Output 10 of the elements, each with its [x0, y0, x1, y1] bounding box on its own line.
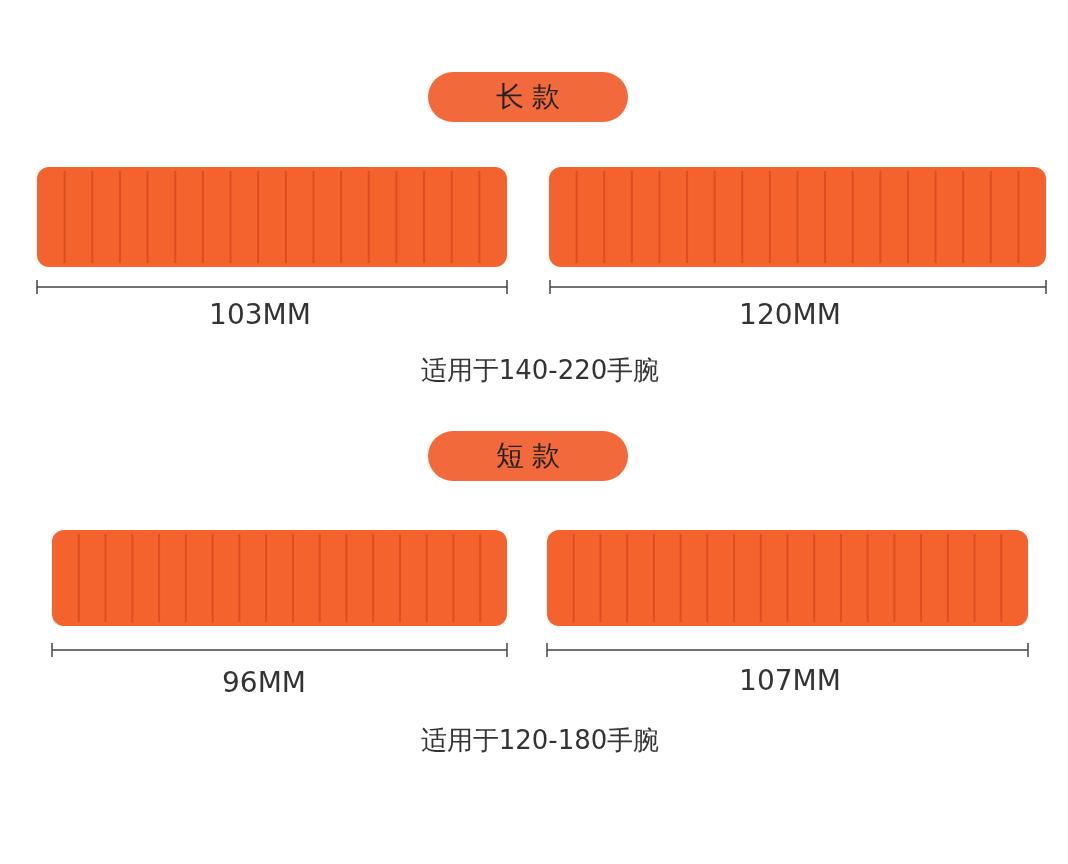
dimension-value: 107MM [739, 663, 841, 697]
dimension-value: 120MM [739, 297, 841, 331]
category-label: 短 款 [495, 438, 561, 474]
title-pill [428, 72, 628, 122]
category-label: 长 款 [495, 79, 561, 115]
dimension-value: 96MM [222, 665, 306, 699]
dimension-value: 103MM [209, 297, 311, 331]
fit-note: 适用于120-180手腕 [420, 723, 660, 757]
fit-note: 适用于140-220手腕 [420, 353, 660, 387]
title-pill [428, 431, 628, 481]
